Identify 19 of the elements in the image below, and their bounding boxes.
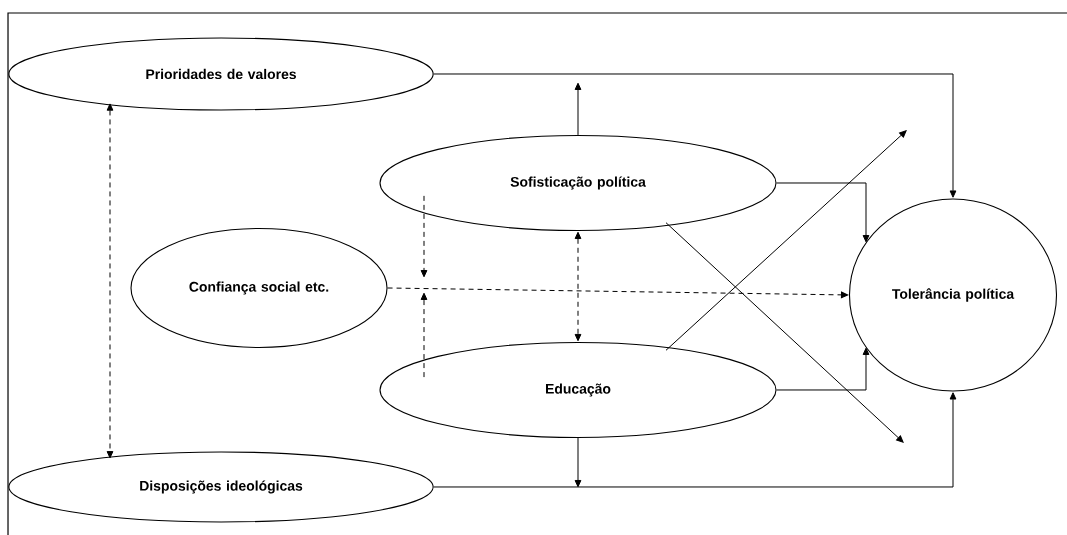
arrow: [665, 222, 904, 443]
ellipse-node: Educação: [379, 341, 777, 439]
arrow: [776, 182, 870, 243]
ellipse-node: Sofisticação política: [379, 134, 777, 232]
dashed-arrow: [106, 103, 114, 459]
dashed-arrow: [420, 195, 428, 278]
arrow: [433, 73, 957, 198]
arrow: [665, 130, 907, 351]
dashed-arrow: [420, 292, 428, 378]
arrow: [433, 392, 957, 488]
arrow: [776, 347, 870, 391]
ellipse-node: Prioridades de valores: [8, 37, 434, 111]
arrow: [574, 437, 582, 488]
ellipse-node: Confiança social etc.: [130, 227, 388, 349]
dashed-arrow: [574, 231, 582, 342]
dashed-arrow: [387, 287, 849, 299]
ellipse-node: Disposições ideológicas: [8, 451, 434, 523]
circle-node: Tolerância política: [848, 198, 1058, 392]
arrow: [574, 82, 582, 136]
